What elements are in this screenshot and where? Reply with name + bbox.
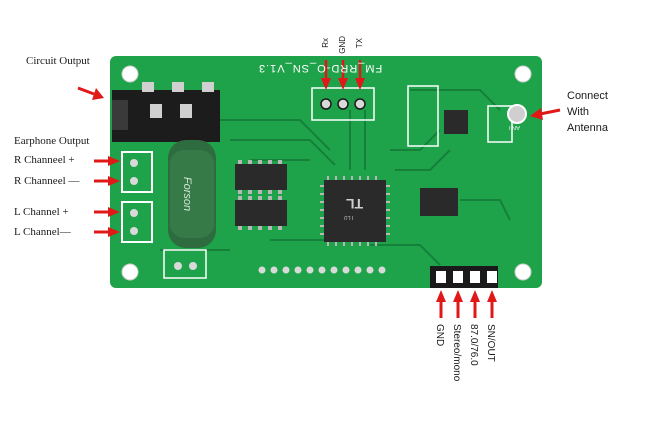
uart-pin: [337, 98, 349, 110]
control-pin: [487, 271, 497, 283]
ic-chip: [235, 200, 287, 226]
chip-logo: TL: [346, 196, 364, 212]
pad-hole: [130, 209, 138, 217]
l-channel-minus-label: L Channel—: [14, 226, 71, 238]
ant-silkscreen: ANT: [508, 124, 520, 130]
jack-pin: [142, 82, 154, 92]
mounting-hole: [121, 65, 139, 83]
jack-pin: [172, 82, 184, 92]
connect-antenna-line: Antenna: [567, 122, 608, 134]
mounting-hole: [514, 65, 532, 83]
ic-chip-top-right: [444, 110, 468, 134]
connect-antenna-line: Connect: [567, 90, 608, 102]
r-channel-pad: [121, 151, 153, 193]
pin-label-rx: Rx: [321, 38, 330, 48]
pin-label-stereo-mono: Stereo/mono: [451, 324, 462, 382]
control-pin: [453, 271, 463, 283]
mounting-hole: [121, 263, 139, 281]
pad-hole: [189, 262, 197, 270]
mounting-hole: [514, 263, 532, 281]
pad-hole: [130, 177, 138, 185]
pad-hole: [174, 262, 182, 270]
capacitor-brand: Forson: [181, 176, 194, 212]
r-channel-plus-label: R Channeel +: [14, 154, 75, 166]
pad-hole: [130, 227, 138, 235]
component-outline: [487, 105, 513, 143]
ic-legs: [238, 160, 282, 230]
capacitor-shine: [170, 150, 214, 238]
circuit-output-label: Circuit Output: [26, 55, 90, 67]
pin-label-gnd-top: GND: [338, 36, 347, 54]
inductor-outline: [407, 85, 439, 147]
antenna-pad: [507, 104, 527, 124]
pin-label-sn-out: SN/OUT: [485, 324, 496, 362]
control-pin: [470, 271, 480, 283]
ic-chip-right: [420, 188, 458, 216]
pin-label-band: 87.0/76.0: [468, 324, 479, 366]
control-header: [430, 266, 498, 288]
bottom-pad-row: [258, 266, 386, 274]
chip-marking: TL0: [344, 214, 355, 220]
jack-pin: [150, 104, 162, 118]
annotation-arrows: [77, 60, 561, 318]
power-pad-outline: [163, 249, 207, 279]
uart-pin: [354, 98, 366, 110]
pad-hole: [130, 159, 138, 167]
earphone-output-label: Earphone Output: [14, 135, 90, 147]
jack-pin: [202, 82, 214, 92]
l-channel-plus-label: L Channel +: [14, 206, 69, 218]
audio-jack-nose: [112, 100, 128, 130]
main-chip-legs: [320, 176, 390, 246]
main-chip: [324, 180, 386, 242]
connect-antenna-label: Connect With Antenna: [567, 88, 608, 136]
control-pin: [436, 271, 446, 283]
connect-antenna-line: With: [567, 106, 589, 118]
pin-label-gnd-bottom: GND: [434, 324, 445, 347]
audio-jack: [112, 90, 220, 142]
ic-chip: [235, 164, 287, 190]
l-channel-pad: [121, 201, 153, 243]
silkscreen-label: FM_RRD-O_SN_V1.3: [258, 62, 383, 74]
r-channel-minus-label: R Channeel —: [14, 175, 80, 187]
uart-pin: [320, 98, 332, 110]
pin-label-tx: TX: [355, 38, 364, 49]
jack-pin: [180, 104, 192, 118]
